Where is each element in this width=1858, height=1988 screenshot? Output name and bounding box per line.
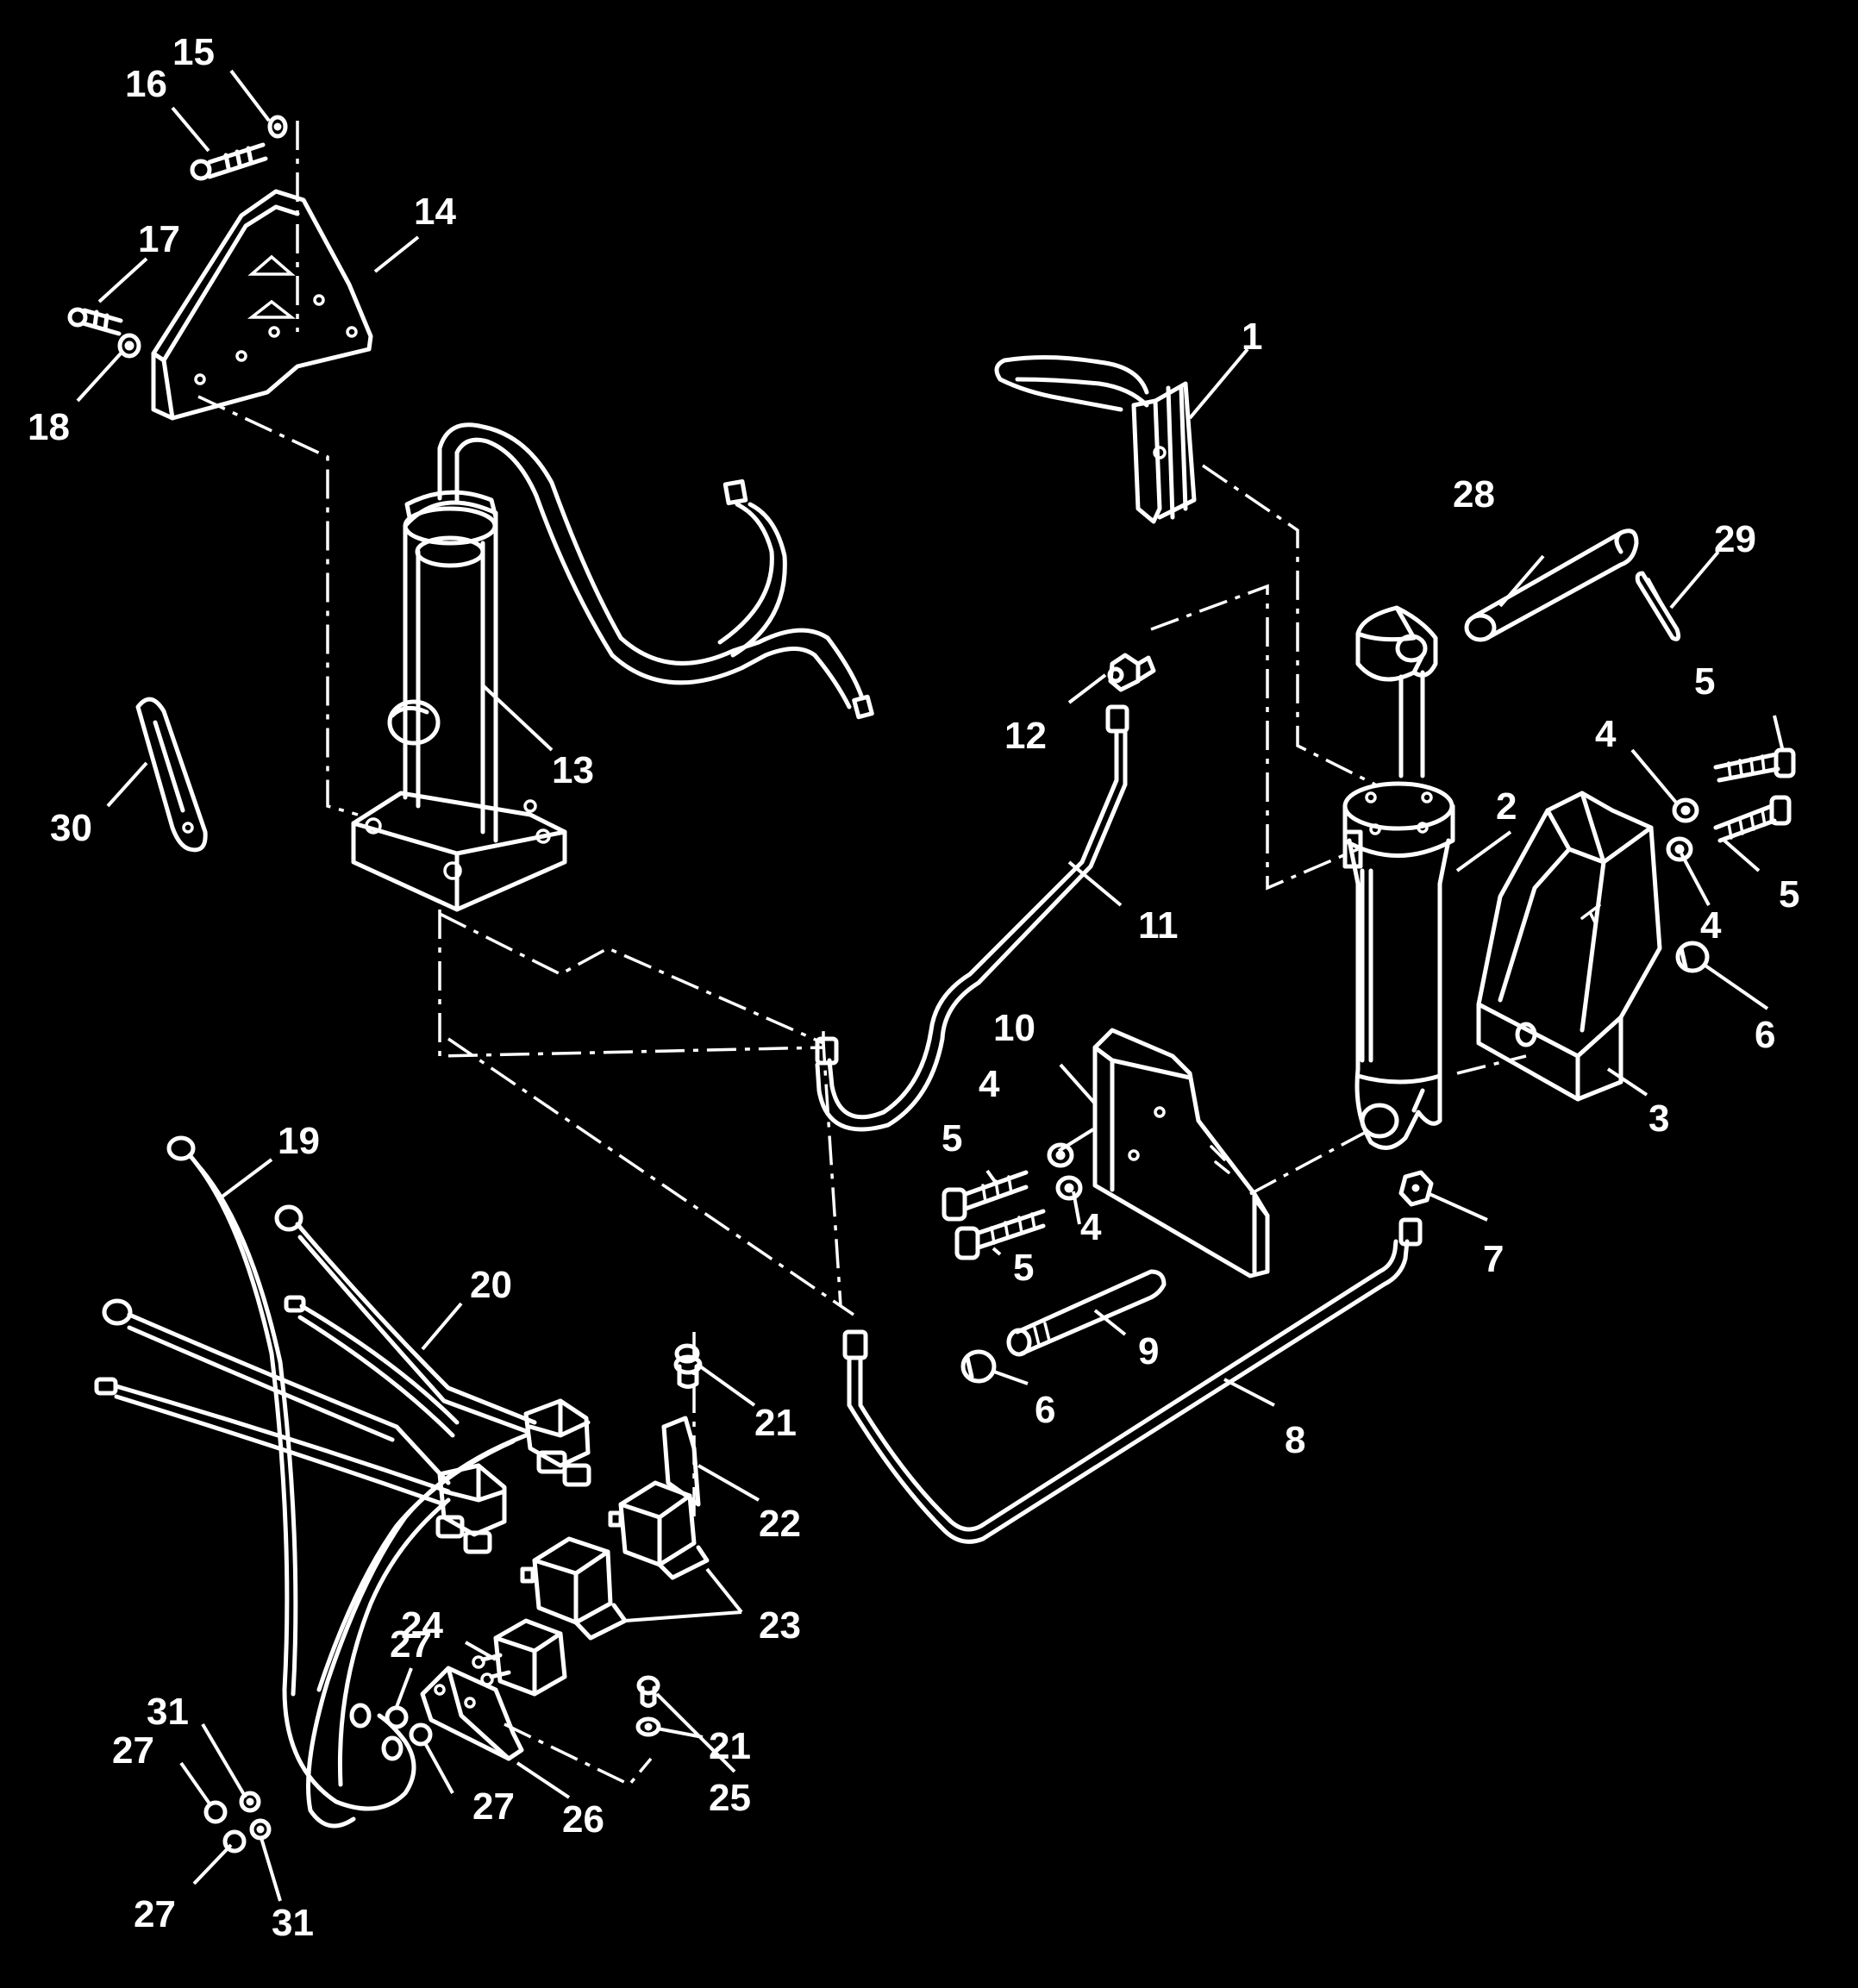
callout-12: 12 [1004, 715, 1047, 757]
mounting-plate-14 [151, 189, 373, 421]
strap-30 [135, 697, 208, 853]
relay-23-upper [608, 1480, 710, 1580]
bolt-5-right [1713, 795, 1792, 843]
callout-31: 31 [147, 1691, 189, 1733]
callout-5: 5 [1779, 873, 1799, 916]
leader-lines [76, 69, 1785, 1902]
nut-27-b [409, 1722, 433, 1747]
callout-28: 28 [1453, 473, 1495, 516]
nut-27-a [385, 1705, 409, 1729]
washer-4-right [1666, 836, 1693, 862]
callout-29: 29 [1714, 518, 1756, 560]
washer-31-b [249, 1818, 272, 1841]
circuit-breaker-24 [472, 1618, 567, 1697]
tube-11 [815, 704, 1129, 1132]
nut-6-left [960, 1349, 997, 1384]
callout-7: 7 [1483, 1238, 1504, 1280]
callout-17: 17 [138, 218, 180, 260]
nut-7 [1398, 1170, 1434, 1207]
hose-fitting-12 [1107, 653, 1156, 692]
callout-11: 11 [1138, 904, 1179, 947]
washer-4-left-lower [1055, 1175, 1083, 1201]
callout-27: 27 [112, 1729, 154, 1772]
bolt-5-upper [1713, 747, 1796, 783]
washer-31-a [239, 1791, 261, 1813]
washer-25 [635, 1716, 661, 1737]
nut-6-right [1675, 941, 1710, 973]
callout-9: 9 [1138, 1330, 1159, 1372]
hose-clip-1 [994, 354, 1197, 524]
bracket-10 [1092, 1028, 1270, 1278]
wiring-harness-19-20 [94, 1135, 591, 1829]
pump-motor-13 [351, 422, 874, 912]
callout-4: 4 [1595, 713, 1617, 755]
callout-2: 2 [1496, 785, 1517, 828]
callout-3: 3 [1648, 1097, 1669, 1140]
callout-5: 5 [942, 1117, 962, 1160]
callout-20: 20 [470, 1264, 512, 1306]
callout-31: 31 [272, 1902, 314, 1944]
screw-21-upper [674, 1343, 700, 1364]
bracket-26 [420, 1666, 524, 1761]
screw-21-lower [636, 1675, 660, 1708]
callout-5: 5 [1013, 1247, 1034, 1289]
callout-27: 27 [390, 1623, 432, 1666]
relay-23-lower [520, 1536, 628, 1641]
callout-4: 4 [1700, 904, 1722, 947]
callout-4: 4 [1080, 1206, 1102, 1248]
trim-cylinder-2 [1342, 605, 1455, 1150]
washer-18 [117, 333, 141, 359]
callout-1: 1 [1242, 316, 1262, 358]
callout-8: 8 [1285, 1419, 1305, 1461]
callout-18: 18 [28, 406, 70, 448]
callout-5: 5 [1694, 660, 1715, 703]
bolt-5-left-lower [954, 1209, 1046, 1260]
washer-4-upper [1672, 797, 1699, 823]
callout-6: 6 [1035, 1389, 1055, 1431]
callout-15: 15 [172, 31, 215, 73]
ring-terminals [349, 1703, 404, 1761]
screw-17 [67, 307, 123, 336]
nut-27-c [203, 1800, 228, 1824]
callout-30: 30 [50, 807, 92, 849]
callout-26: 26 [562, 1798, 604, 1841]
washer-15 [267, 115, 288, 139]
nut-27-d [222, 1829, 247, 1854]
callout-21: 21 [709, 1725, 751, 1767]
callout-21: 21 [754, 1402, 797, 1444]
bolt-5-left-upper [942, 1170, 1029, 1222]
callout-27: 27 [472, 1785, 515, 1828]
pin-28 [1464, 528, 1639, 642]
callout-23: 23 [759, 1604, 801, 1647]
callout-4: 4 [979, 1063, 1000, 1105]
pivot-pin-9 [1006, 1269, 1167, 1357]
callout-14: 14 [414, 191, 456, 233]
screw-16 [190, 142, 268, 181]
callout-22: 22 [759, 1503, 801, 1545]
callout-19: 19 [278, 1120, 320, 1162]
bracket-3 [1476, 791, 1662, 1102]
callout-25: 25 [709, 1777, 751, 1819]
cotter-pin-29 [1635, 571, 1681, 641]
tube-8 [842, 1217, 1423, 1544]
callout-10: 10 [993, 1007, 1035, 1049]
callout-16: 16 [125, 63, 167, 105]
callout-labels: 1 2 3 4 4 4 4 5 5 5 5 6 6 7 8 9 10 11 12… [28, 31, 1799, 1944]
callout-6: 6 [1755, 1014, 1775, 1056]
callout-13: 13 [552, 749, 594, 791]
callout-24: 24 [401, 1604, 443, 1647]
callout-27: 27 [134, 1893, 176, 1935]
